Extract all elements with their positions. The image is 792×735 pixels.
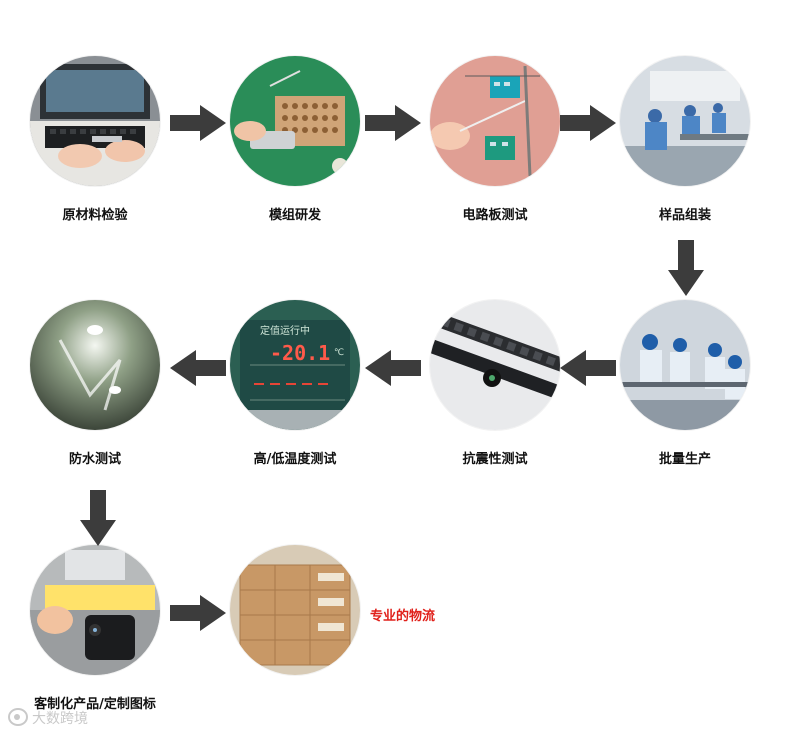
step-label: 批量生产: [610, 448, 760, 467]
arrow-right-4: [170, 595, 226, 631]
step-label: 电路板测试: [420, 204, 570, 223]
step-raw-material-inspection: 原材料检验: [20, 56, 170, 223]
thermometer-unit: ℃: [334, 348, 344, 358]
watermark: 大数跨境: [8, 708, 88, 728]
step-sample-assembly: 样品组装: [610, 56, 760, 223]
waterproof-test-photo: [30, 300, 160, 430]
mass-production-photo: [620, 300, 750, 430]
thermometer-status: 定值运行中: [260, 324, 310, 337]
step-label: 样品组装: [610, 204, 760, 223]
raw-material-inspection-photo: [30, 56, 160, 186]
step-module-rd: 模组研发: [220, 56, 370, 223]
step-custom-products: 客制化产品/定制图标: [20, 545, 170, 712]
circuit-board-test-photo: [430, 56, 560, 186]
step-label: 高/低温度测试: [220, 448, 370, 467]
sample-assembly-photo: [620, 56, 750, 186]
arrow-right-1: [170, 105, 226, 141]
step-label: 原材料检验: [20, 204, 170, 223]
vibration-test-photo: [430, 300, 560, 430]
logistics-photo: [230, 545, 360, 675]
step-mass-production: 批量生产: [610, 300, 760, 467]
step-temperature-test: 定值运行中 -20.1 ℃ 高/低温度测试: [220, 300, 370, 467]
thermometer-value: -20.1: [270, 341, 330, 365]
module-rd-photo: [230, 56, 360, 186]
arrow-right-3: [560, 105, 616, 141]
arrow-right-2: [365, 105, 421, 141]
logistics-label: 专业的物流: [370, 605, 435, 624]
arrow-left-3: [170, 350, 226, 386]
step-circuit-board-test: 电路板测试: [420, 56, 570, 223]
arrow-down-1: [668, 240, 704, 296]
arrow-down-2: [80, 490, 116, 546]
step-label: 防水测试: [20, 448, 170, 467]
step-label: 模组研发: [220, 204, 370, 223]
arrow-left-2: [365, 350, 421, 386]
custom-products-photo: [30, 545, 160, 675]
temperature-test-photo: 定值运行中 -20.1 ℃: [230, 300, 360, 430]
watermark-text: 大数跨境: [32, 711, 88, 727]
step-professional-logistics: [220, 545, 370, 693]
watermark-logo-icon: [8, 708, 28, 726]
step-label: 抗震性测试: [420, 448, 570, 467]
step-waterproof-test: 防水测试: [20, 300, 170, 467]
step-vibration-test: 抗震性测试: [420, 300, 570, 467]
arrow-left-1: [560, 350, 616, 386]
